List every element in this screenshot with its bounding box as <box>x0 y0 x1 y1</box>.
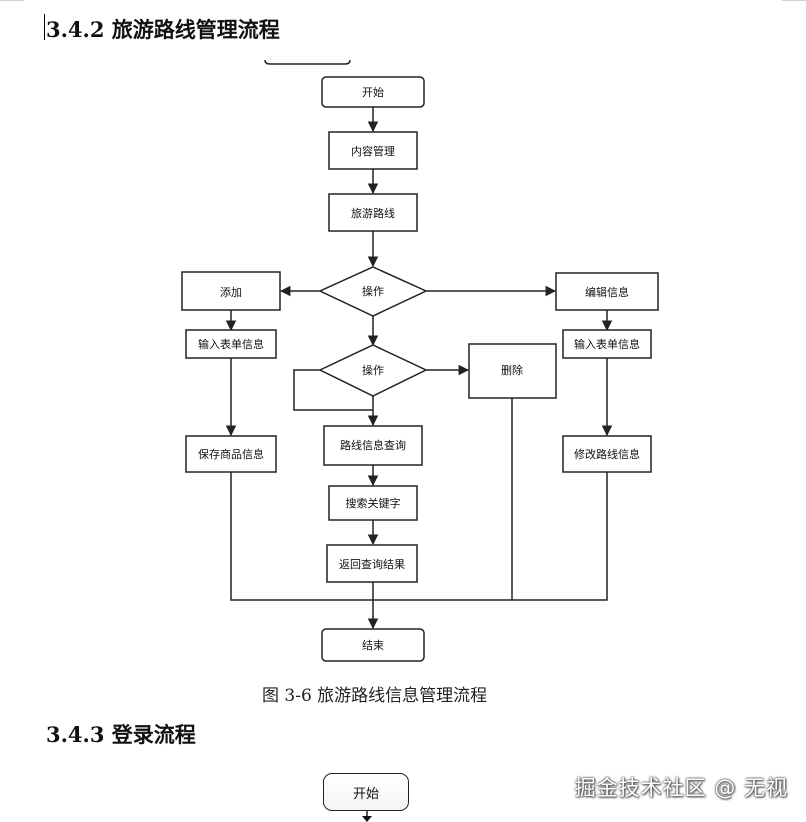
svg-text:修改路线信息: 修改路线信息 <box>574 447 640 461</box>
svg-text:内容管理: 内容管理 <box>351 144 395 158</box>
node-content-management: 内容管理 <box>328 131 418 170</box>
svg-text:旅游路线: 旅游路线 <box>351 206 395 220</box>
node-input-form-left: 输入表单信息 <box>185 329 277 359</box>
svg-text:编辑信息: 编辑信息 <box>585 285 629 299</box>
svg-text:操作: 操作 <box>362 363 384 377</box>
page-corner-mark <box>0 0 24 1</box>
svg-text:搜索关键字: 搜索关键字 <box>346 496 401 510</box>
node-add: 添加 <box>181 271 281 311</box>
node-route-query: 路线信息查询 <box>323 425 423 466</box>
node-end: 结束 <box>321 628 425 662</box>
node-input-form-right: 输入表单信息 <box>562 329 652 359</box>
svg-text:开始: 开始 <box>362 85 384 99</box>
decision-operation-1: 操作 <box>318 266 428 317</box>
down-arrow-icon <box>362 811 372 822</box>
svg-text:输入表单信息: 输入表单信息 <box>198 337 264 351</box>
svg-text:结束: 结束 <box>362 639 384 652</box>
page-corner-mark <box>782 0 806 1</box>
svg-text:操作: 操作 <box>362 284 384 298</box>
flow-connectors <box>225 107 613 630</box>
node-save-goods-info: 保存商品信息 <box>185 435 277 473</box>
svg-text:输入表单信息: 输入表单信息 <box>574 337 640 351</box>
watermark: 掘金技术社区 @ 无视 <box>574 776 788 800</box>
node-start: 开始 <box>321 76 425 108</box>
svg-text:添加: 添加 <box>220 285 242 299</box>
node-travel-route: 旅游路线 <box>328 193 418 232</box>
svg-text:保存商品信息: 保存商品信息 <box>198 447 264 461</box>
node-return-result: 返回查询结果 <box>326 544 418 583</box>
flowchart: 开始 内容管理 旅游路线 操作 添加 输入表单信息 保存商品信息 编辑信息 输入… <box>181 59 659 662</box>
figure-caption: 图 3-6 旅游路线信息管理流程 <box>262 686 488 706</box>
svg-text:删除: 删除 <box>501 363 523 377</box>
node-edit-info: 编辑信息 <box>555 272 659 311</box>
svg-text:返回查询结果: 返回查询结果 <box>339 557 405 571</box>
cropped-shape-fragment <box>264 59 351 65</box>
login-flow-start-node: 开始 <box>323 773 409 811</box>
node-modify-route-info: 修改路线信息 <box>562 435 652 473</box>
text-cursor <box>44 14 45 40</box>
section-heading: 3.4.2 旅游路线管理流程 <box>46 17 280 42</box>
svg-text:路线信息查询: 路线信息查询 <box>340 438 406 452</box>
next-section-heading: 3.4.3 登录流程 <box>46 722 196 747</box>
node-search-keyword: 搜索关键字 <box>328 485 418 521</box>
node-delete: 删除 <box>468 343 557 399</box>
decision-operation-2: 操作 <box>318 344 428 397</box>
